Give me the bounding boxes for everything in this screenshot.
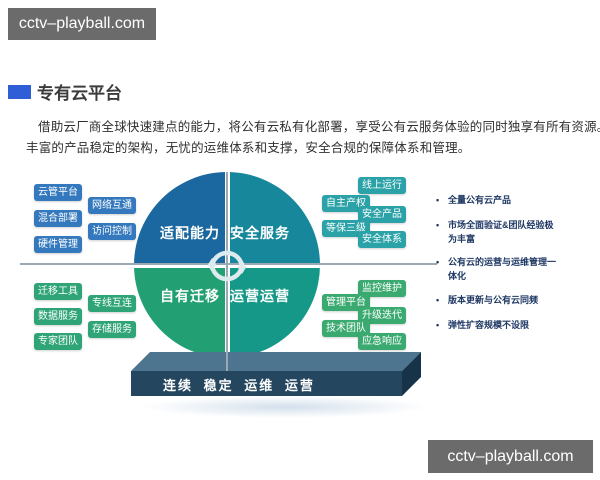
page-title: 专有云平台 bbox=[37, 84, 122, 103]
tag-leased-line: 专线互连 bbox=[88, 295, 136, 312]
tag-expert-team: 专家团队 bbox=[34, 333, 82, 350]
tag-emergency-response: 应急响应 bbox=[358, 333, 406, 350]
platform-shadow bbox=[140, 396, 430, 418]
list-item: • 弹性扩容规模不设限 bbox=[436, 319, 560, 333]
bullet-dot-icon: • bbox=[436, 220, 440, 230]
watermark-top-left: cctv–playball.com bbox=[8, 8, 156, 40]
quadrant-label-bottom-right: 运营运营 bbox=[230, 288, 290, 304]
tag-mgmt-platform: 管理平台 bbox=[322, 294, 370, 311]
list-item-text: 版本更新与公有云同频 bbox=[448, 295, 539, 305]
list-item: • 公有云的运营与运维管理一体化 bbox=[436, 256, 560, 284]
vertical-divider-line bbox=[226, 172, 228, 371]
tag-migration-tools: 迁移工具 bbox=[34, 283, 82, 300]
sync-arrows-icon bbox=[207, 250, 247, 282]
intro-line-2: 丰富的产品稳定的架构，无忧的运维体系和支撑，安全合规的保障体系和管理。 bbox=[26, 141, 471, 155]
tag-tech-team: 技术团队 bbox=[322, 320, 370, 337]
tag-cloud-mgmt-platform: 云管平台 bbox=[34, 184, 82, 201]
list-item: • 市场全面验证&团队经验极为丰富 bbox=[436, 219, 560, 247]
tag-data-services: 数据服务 bbox=[34, 308, 82, 325]
tag-security-system: 安全体系 bbox=[358, 231, 406, 248]
list-item-text: 公有云的运营与运维管理一体化 bbox=[448, 257, 557, 281]
list-item-text: 全量公有云产品 bbox=[448, 195, 512, 205]
bullet-dot-icon: • bbox=[436, 257, 440, 267]
list-item-text: 市场全面验证&团队经验极为丰富 bbox=[448, 220, 554, 244]
tag-online-operation: 线上运行 bbox=[358, 177, 406, 194]
bullet-dot-icon: • bbox=[436, 295, 440, 305]
quadrant-label-bottom-left: 自有迁移 bbox=[160, 288, 220, 304]
platform-top-face bbox=[131, 352, 421, 371]
tag-hardware-mgmt: 硬件管理 bbox=[34, 236, 82, 253]
tag-security-products: 安全产品 bbox=[358, 206, 406, 223]
quadrant-label-top-right: 安全服务 bbox=[230, 225, 290, 241]
list-item: • 全量公有云产品 bbox=[436, 194, 560, 208]
intro-line-1: 借助云厂商全球快速建点的能力，将公有云私有化部署，享受公有云服务体验的同时独享有… bbox=[38, 120, 600, 134]
horizontal-divider-line bbox=[20, 263, 437, 265]
quadrant-label-top-left: 适配能力 bbox=[160, 225, 220, 241]
quadrant-top-left bbox=[134, 172, 227, 265]
bullet-dot-icon: • bbox=[436, 195, 440, 205]
watermark-bottom-right: cctv–playball.com bbox=[428, 440, 593, 473]
bullet-dot-icon: • bbox=[436, 320, 440, 330]
list-item: • 版本更新与公有云同频 bbox=[436, 294, 560, 308]
tag-network-interconnect: 网络互通 bbox=[88, 197, 136, 214]
quadrant-bottom-right bbox=[227, 265, 320, 358]
tag-storage-services: 存储服务 bbox=[88, 321, 136, 338]
quadrant-bottom-left bbox=[134, 265, 227, 358]
tag-access-control: 访问控制 bbox=[88, 223, 136, 240]
platform-caption: 连续 稳定 运维 运营 bbox=[163, 378, 315, 393]
title-accent-bar bbox=[8, 85, 31, 99]
platform-front-face bbox=[131, 371, 402, 396]
list-item-text: 弹性扩容规模不设限 bbox=[448, 320, 530, 330]
tag-hybrid-deploy: 混合部署 bbox=[34, 210, 82, 227]
tag-upgrade-iteration: 升级迭代 bbox=[358, 307, 406, 324]
tag-monitoring-maintenance: 监控维护 bbox=[358, 280, 406, 297]
quadrant-top-right bbox=[227, 172, 320, 265]
